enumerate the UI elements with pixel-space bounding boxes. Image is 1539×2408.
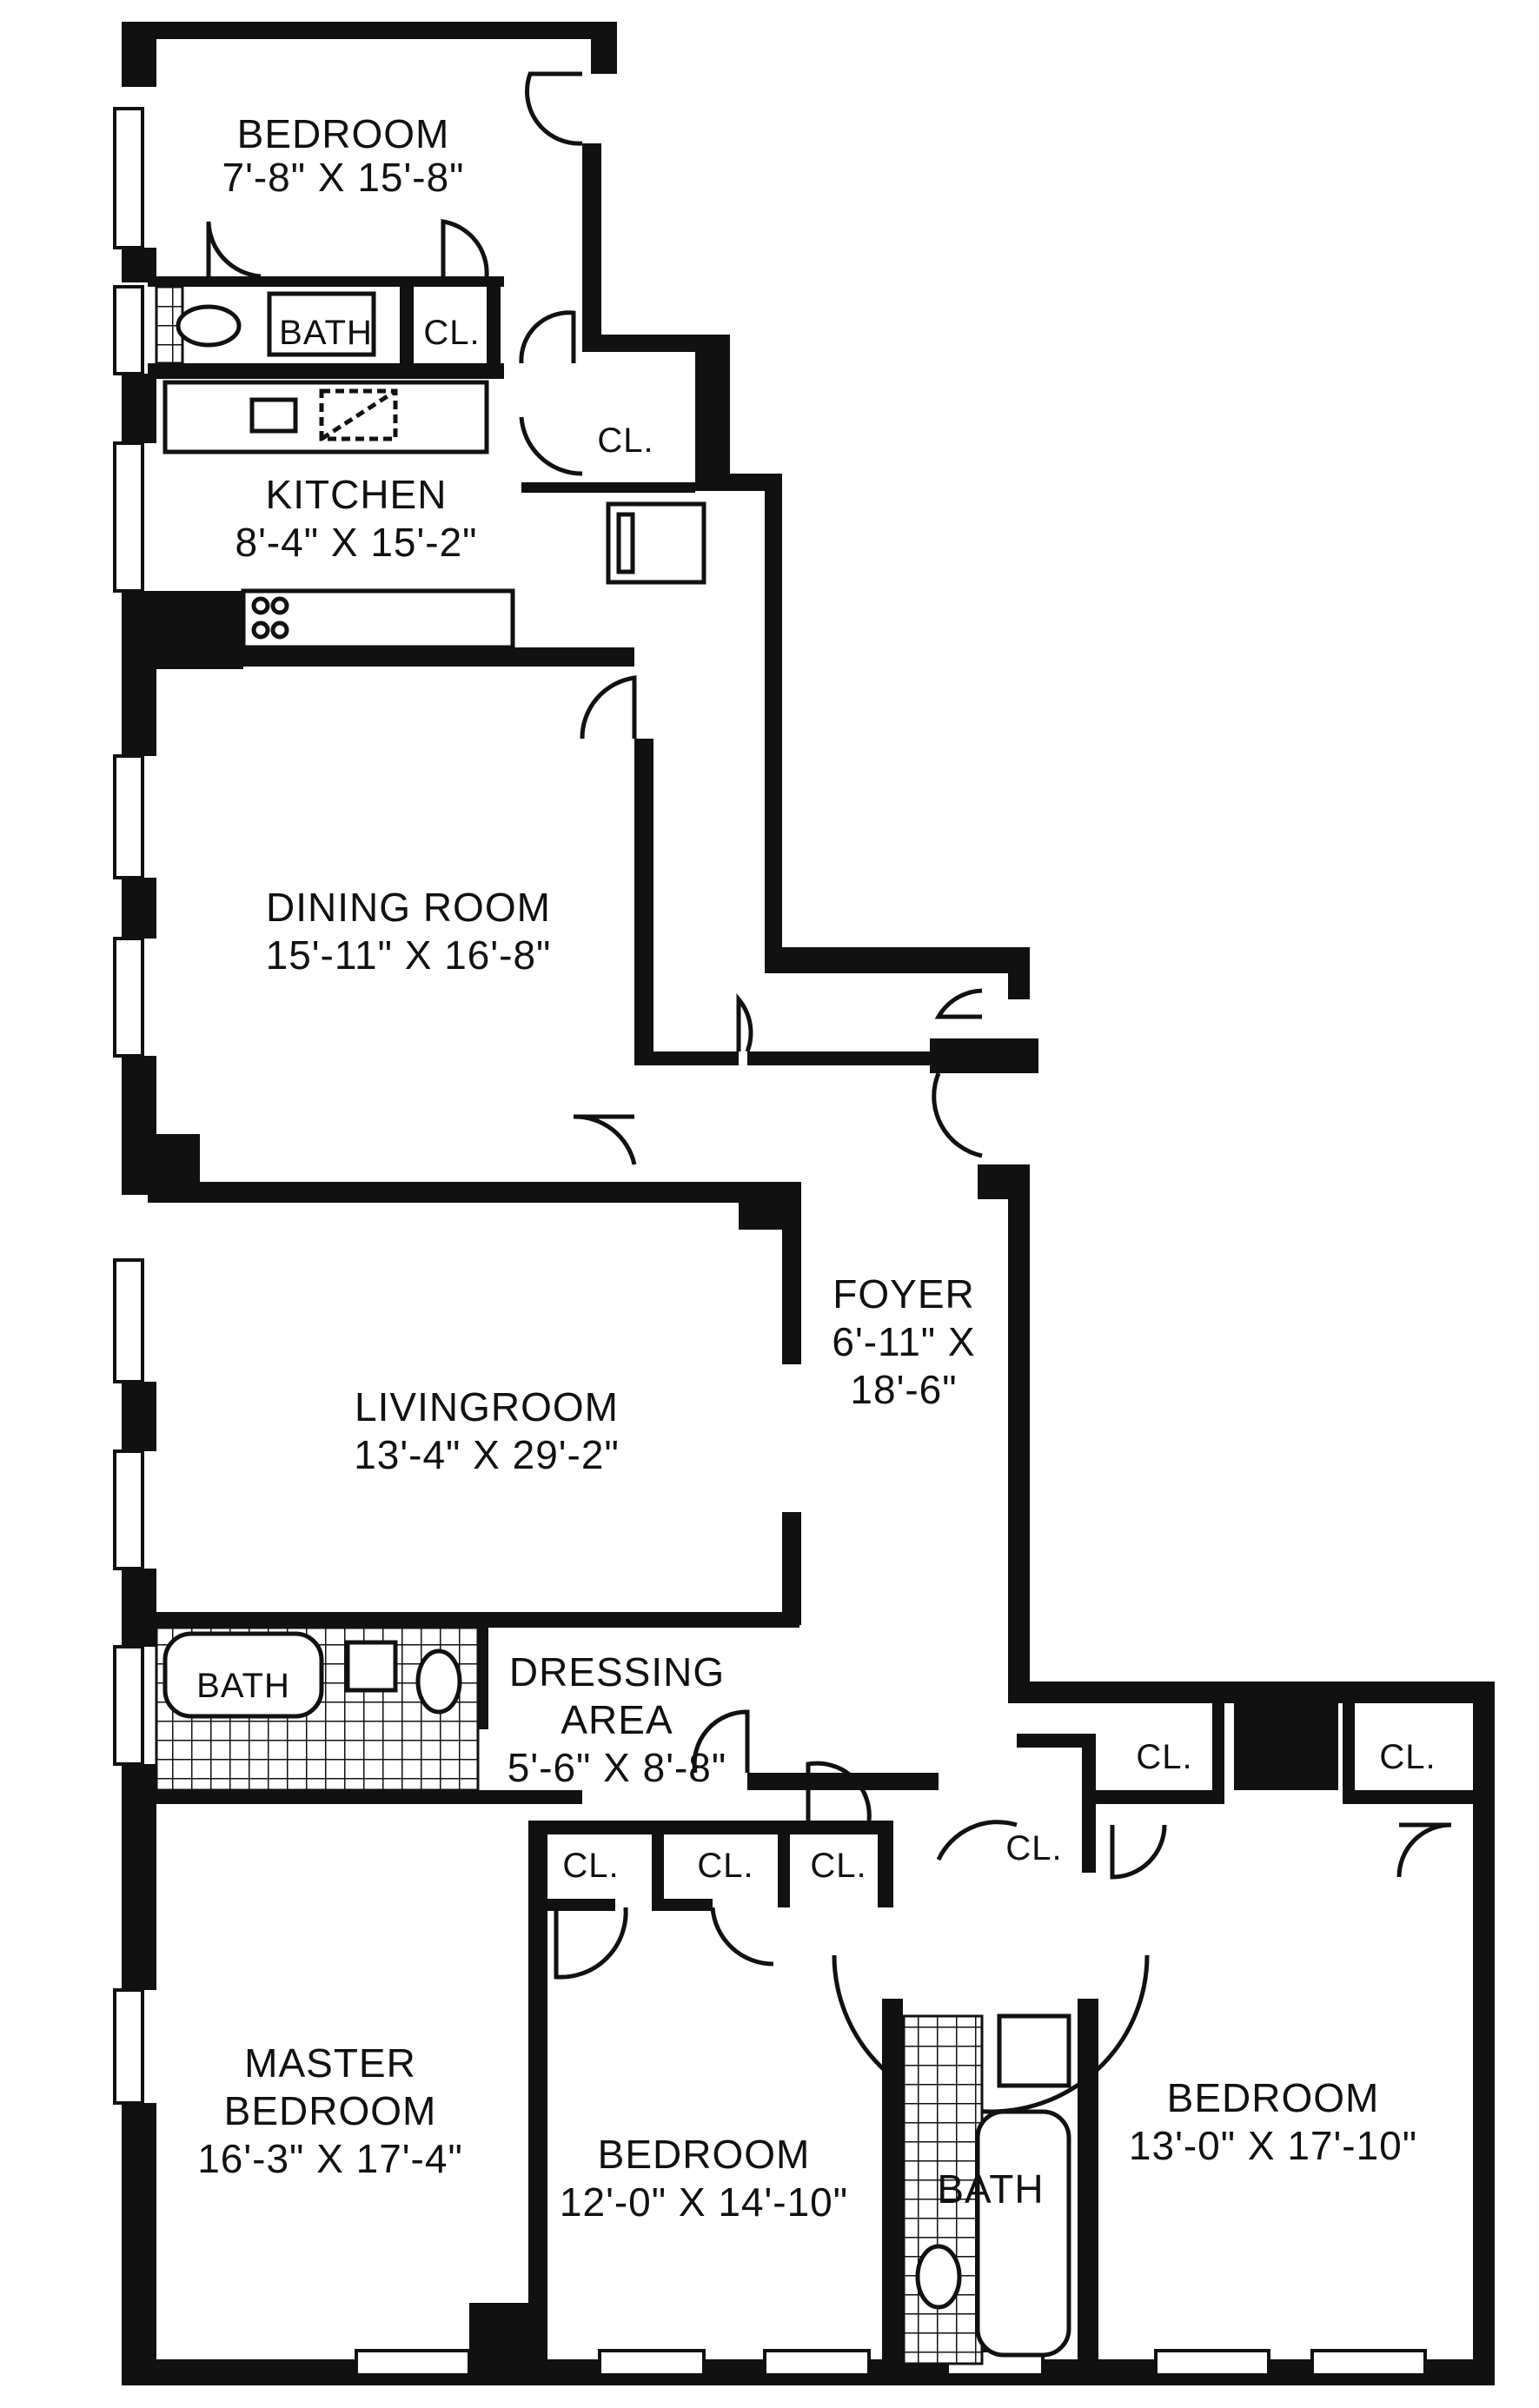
livingroom-name: LIVINGROOM (355, 1384, 619, 1430)
dining-room-name: DINING ROOM (266, 885, 551, 930)
windows (113, 107, 1427, 2377)
doors (206, 71, 1452, 2114)
lower-bath-label: BATH (937, 2166, 1044, 2212)
bedroom-top-name: BEDROOM (237, 111, 450, 156)
dining-room-dims: 15'-11" X 16'-8" (266, 932, 552, 978)
dressing-area-name-2: AREA (561, 1697, 673, 1742)
kitchen-name: KITCHEN (266, 472, 448, 517)
closet-5-label: CL. (1136, 1738, 1192, 1776)
dressing-area-name-1: DRESSING (509, 1649, 725, 1695)
livingroom-dims: 13'-4" X 29'-2" (354, 1432, 620, 1477)
bedroom-mid-name: BEDROOM (598, 2132, 811, 2177)
foyer-name: FOYER (833, 1271, 974, 1317)
master-bedroom-dims: 16'-3" X 17'-4" (197, 2136, 463, 2181)
kitchen-dims: 8'-4" X 15'-2" (235, 520, 477, 565)
closet-kitchen-label: CL. (597, 421, 653, 460)
master-bath-label: BATH (196, 1667, 290, 1705)
foyer-dims-line1: 6'-11" X (832, 1319, 975, 1364)
dressing-area-dims: 5'-6" X 8'-8" (507, 1745, 726, 1790)
bedroom-mid-dims: 12'-0" X 14'-10" (560, 2179, 848, 2225)
closet-6-label: CL. (1379, 1738, 1436, 1776)
closet-1-label: CL. (562, 1847, 619, 1885)
closet-2-label: CL. (697, 1847, 753, 1885)
fixtures (155, 285, 1071, 2365)
closet-4-label: CL. (1005, 1829, 1062, 1867)
foyer-dims-line2: 18'-6" (850, 1367, 957, 1412)
bath-top-label: BATH (279, 314, 373, 352)
bedroom-right-dims: 13'-0" X 17'-10" (1129, 2123, 1417, 2168)
closet-3-label: CL. (810, 1847, 866, 1885)
interior-walls (122, 276, 1473, 2377)
master-bedroom-name-1: MASTER (244, 2040, 416, 2086)
bedroom-top-dims: 7'-8" X 15'-8" (222, 155, 464, 200)
master-bedroom-name-2: BEDROOM (224, 2088, 437, 2133)
bedroom-right-name: BEDROOM (1167, 2075, 1380, 2120)
room-labels: BEDROOM 7'-8" X 15'-8" BATH CL. CL. KITC… (196, 111, 1436, 2225)
closet-top-label: CL. (423, 314, 480, 352)
